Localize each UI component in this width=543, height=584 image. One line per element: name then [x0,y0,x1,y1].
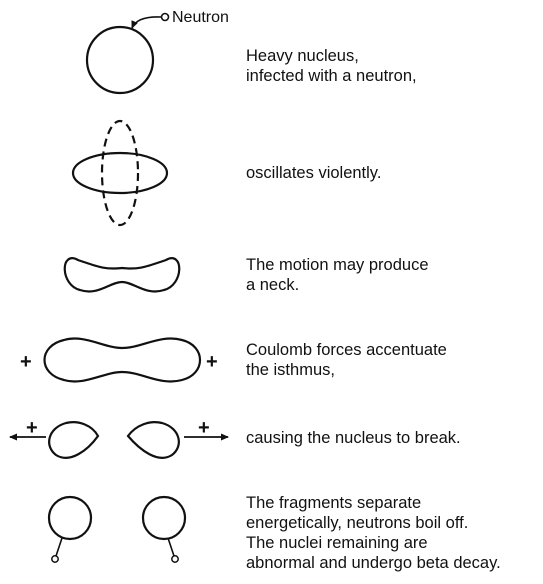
isthmus-nucleus [45,339,201,382]
heavy-nucleus [87,27,153,93]
fragment-nucleus-right [143,497,185,539]
neutron-emission-left [56,538,62,556]
oscillating-nucleus-horizontal [73,153,167,193]
caption-step-5: causing the nucleus to break. [246,428,461,448]
fragment-right [128,422,179,458]
oscillating-nucleus-vertical-dashed [102,121,138,225]
charge-plus-right-step4: + [206,351,218,373]
neutron-arrow [132,17,161,28]
charge-plus-left-step4: + [20,351,32,373]
caption-step-2: oscillates violently. [246,163,381,183]
fragment-left [49,422,98,458]
neutron-emission-right [168,538,174,556]
charge-plus-left-step5: + [26,417,38,439]
neutron-label: Neutron [172,9,229,26]
caption-step-1: Heavy nucleus,infected with a neutron, [246,46,417,86]
emitted-neutron-right [172,556,178,562]
neutron-particle [162,14,169,21]
charge-plus-right-step5: + [198,417,210,439]
fragment-nucleus-left [49,497,91,539]
emitted-neutron-left [52,556,58,562]
necked-nucleus [65,258,180,291]
